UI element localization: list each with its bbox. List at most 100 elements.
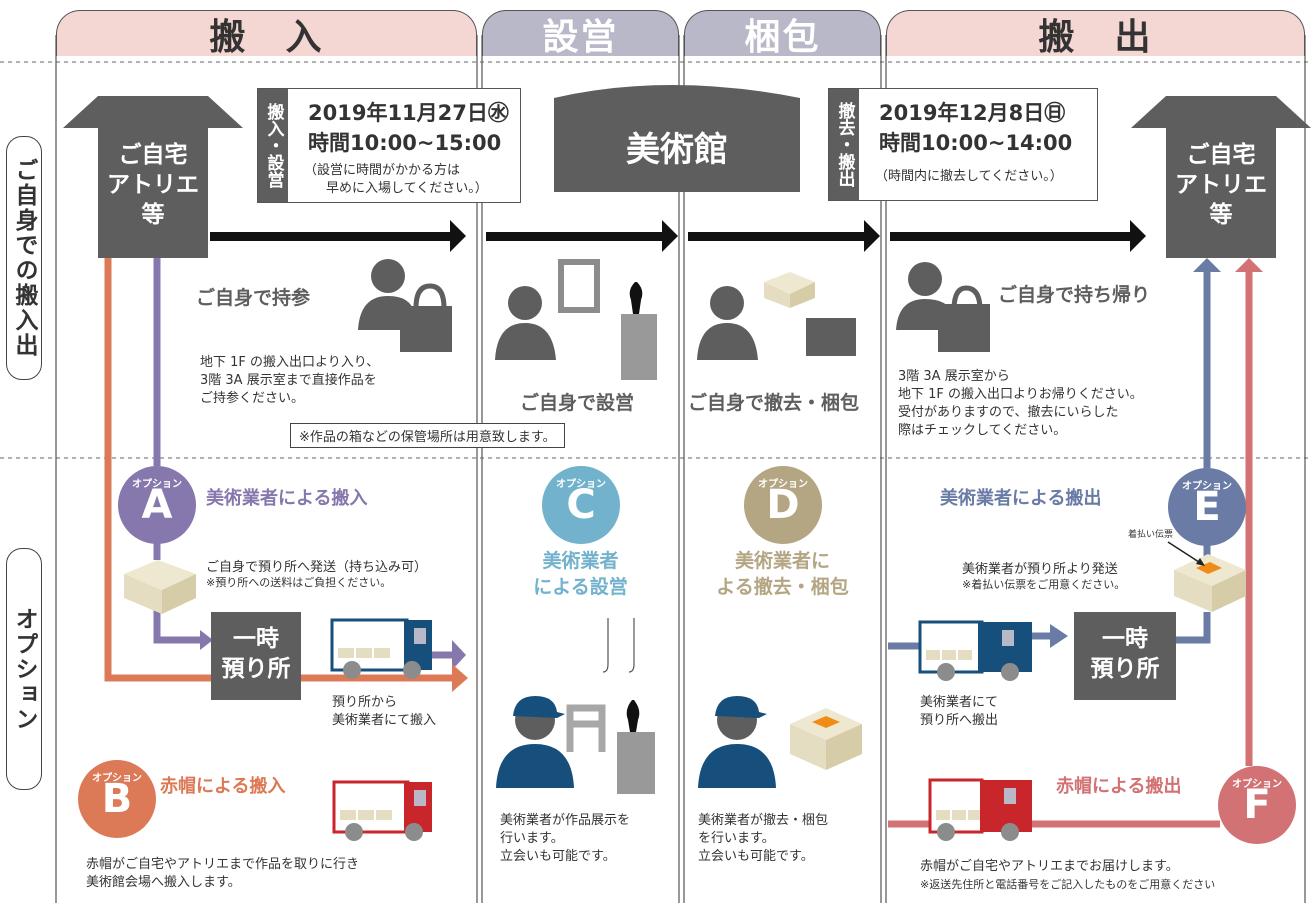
home-left-line3: 等 [141, 202, 165, 228]
header-hanshutsu: 搬 出 [886, 10, 1305, 58]
option-a-after1: 預り所から [332, 695, 398, 710]
option-a-badge-small: オプション [132, 479, 182, 490]
home-right-line2: アトリエ [1175, 172, 1267, 198]
option-e-after: 美術業者にて 預り所へ搬出 [920, 694, 998, 730]
home-left-line1: ご自宅 [118, 142, 188, 168]
home-right-line3: 等 [1209, 202, 1233, 228]
self-bring-title: ご自身で持参 [196, 287, 311, 309]
option-d-desc-line: 美術業者が撤去・梱包 [698, 813, 829, 828]
date-out-date: 2019年12月8日㊐ [879, 101, 1066, 125]
date-in-tag: 搬入・設営 [258, 89, 288, 202]
self-bring-desc-line: 地下 1F の搬入出口より入り、 [200, 355, 380, 370]
header-konpo: 梱包 [684, 10, 881, 58]
option-b-badge-small: オプション [92, 773, 142, 784]
option-e-slip-label: 着払い伝票 [1128, 530, 1174, 540]
header-hanshutsu-label: 搬 出 [1038, 16, 1153, 58]
option-d-title1: 美術業者に [734, 550, 830, 572]
truck-a-icon [330, 618, 432, 679]
header-setsuei-label: 設営 [542, 16, 619, 58]
home-left-label: ご自宅 アトリエ 等 [98, 140, 208, 230]
person-frame-vase-icon [495, 259, 657, 380]
option-d-desc-line: を行います。 [698, 831, 775, 846]
option-a-after: 預り所から 美術業者にて搬入 [332, 694, 436, 730]
option-c-title: 美術業者 による設営 [482, 548, 679, 600]
worker-d-icon [698, 696, 776, 788]
self-pack-title: ご自身で撤去・梱包 [688, 392, 860, 414]
self-takeback-title: ご自身で持ち帰り [998, 284, 1151, 306]
date-in-note2: 早めに入場してください。） [326, 181, 488, 196]
date-out-note: （時間内に撤去してください。） [875, 169, 1063, 184]
option-e-desc1: 美術業者が預り所より発送 [962, 562, 1118, 577]
option-f-letter: F [1243, 782, 1271, 828]
header-hannyu: 搬 入 [56, 10, 477, 58]
option-a-desc2: ※預り所への送料はご負担ください。 [206, 576, 392, 589]
option-d-title: 美術業者に よる撤去・梱包 [684, 548, 881, 600]
home-left-shape [63, 96, 243, 258]
option-f-desc1: 赤帽がご自宅やアトリエまでお届けします。 [920, 859, 1179, 874]
box-a-icon [124, 560, 196, 614]
self-takeback-desc-line: 受付がありますので、撤去にいらした [898, 405, 1119, 420]
option-f-badge-small: オプション [1232, 779, 1282, 790]
home-right-label: ご自宅 アトリエ 等 [1166, 140, 1276, 230]
option-e-after1: 美術業者にて [920, 695, 999, 710]
person-box-icon [697, 272, 856, 360]
depot-left-line1: 一時 [233, 626, 279, 652]
date-in-time: 時間10:00~15:00 [308, 131, 502, 155]
option-d-badge-small: オプション [758, 479, 808, 490]
box-e-icon [1167, 541, 1246, 612]
option-a-badge: オプション A [118, 466, 196, 544]
header-hannyu-label: 搬 入 [209, 16, 324, 58]
self-takeback-desc-line: 際はチェックしてください。 [898, 423, 1067, 438]
option-e-title: 美術業者による搬出 [940, 488, 1102, 509]
date-out-time: 時間10:00~14:00 [879, 131, 1073, 155]
home-right-line1: ご自宅 [1186, 142, 1256, 168]
header-konpo-label: 梱包 [744, 16, 821, 58]
depot-right-shape [1074, 612, 1176, 700]
option-b-letter: B [101, 776, 133, 822]
truck-e-icon [918, 620, 1032, 681]
self-bring-desc-line: 3階 3A 展示室まで直接作品を [200, 373, 377, 388]
self-takeback-desc-line: 3階 3A 展示室から [898, 369, 1010, 384]
option-c-desc: 美術業者が作品展示を 行います。 立会いも可能です。 [500, 812, 630, 866]
self-bring-desc: 地下 1F の搬入出口より入り、 3階 3A 展示室まで直接作品を ご持参くださ… [200, 354, 379, 408]
person-bag-right-icon [896, 262, 990, 352]
option-d-title2: よる撤去・梱包 [716, 576, 849, 598]
option-c-letter: C [566, 482, 596, 528]
worker-c-icon [496, 618, 655, 794]
depot-right-label: 一時 預り所 [1074, 624, 1176, 684]
depot-left-shape [211, 612, 301, 700]
depot-left-line2: 預り所 [221, 656, 291, 682]
option-f-desc2: ※返送先住所と電話番号をご記入したものをご用意ください [920, 878, 1216, 891]
option-a-after2: 美術業者にて搬入 [332, 713, 437, 728]
depot-right-line2: 預り所 [1090, 656, 1160, 682]
option-e-badge-small: オプション [1182, 481, 1232, 492]
truck-f-icon [928, 778, 1032, 841]
option-a-letter: A [141, 482, 173, 528]
option-c-badge-small: オプション [556, 479, 606, 490]
self-takeback-desc-line: 地下 1F の搬入出口よりお帰りください。 [898, 387, 1143, 402]
side-label-option-text: オプション [11, 606, 37, 732]
date-box-out: 撤去・搬出 2019年12月8日㊐ 時間10:00~14:00 （時間内に撤去し… [828, 88, 1098, 201]
depot-right-line1: 一時 [1102, 626, 1148, 652]
option-a-desc1: ご自身で預り所へ発送（持ち込み可） [206, 560, 428, 575]
home-right-shape [1131, 96, 1311, 258]
option-b-title: 赤帽による搬入 [160, 776, 286, 797]
option-b-badge: オプション B [78, 760, 156, 838]
storage-note: ※作品の箱などの保管場所は用意致します。 [290, 423, 565, 448]
self-bring-desc-line: ご持参ください。 [200, 391, 305, 406]
option-f-desc: 赤帽がご自宅やアトリエまでお届けします。 ※返送先住所と電話番号をご記入したもの… [920, 858, 1215, 894]
museum-label: 美術館 [626, 130, 728, 170]
option-d-letter: D [766, 482, 800, 528]
option-d-desc: 美術業者が撤去・梱包 を行います。 立会いも可能です。 [698, 812, 828, 866]
option-e-desc2: ※着払い伝票をご用意ください。 [962, 578, 1126, 591]
date-in-date: 2019年11月27日㊌ [308, 101, 509, 125]
option-f-title: 赤帽による搬出 [1056, 776, 1182, 797]
option-b-desc1: 赤帽がご自宅やアトリエまで作品を取りに行き [86, 857, 360, 872]
option-c-title2: による設営 [533, 576, 628, 598]
option-f-badge: オプション F [1218, 766, 1296, 844]
truck-b-icon [332, 780, 432, 841]
depot-left-label: 一時 預り所 [211, 624, 301, 684]
self-setup-title: ご自身で設営 [520, 392, 635, 414]
option-c-desc-line: 美術業者が作品展示を [500, 813, 631, 828]
